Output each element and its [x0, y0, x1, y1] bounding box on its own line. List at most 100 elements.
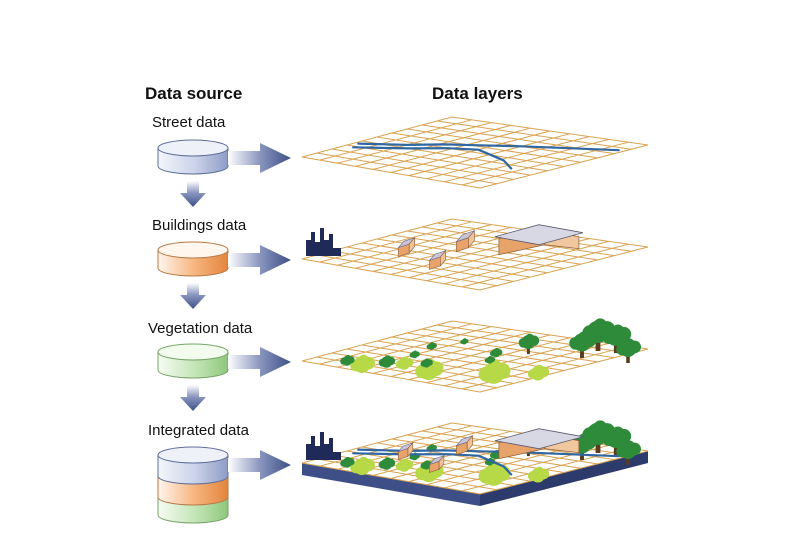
shrub [484, 460, 490, 465]
vegetation-database-icon [157, 343, 229, 379]
grass-patch [535, 364, 544, 374]
house-side [468, 229, 475, 249]
shrub [384, 355, 391, 363]
shrub [488, 355, 493, 361]
grass-patch [527, 470, 538, 482]
street-layer [301, 116, 649, 189]
grid-line [355, 226, 511, 269]
grid-line [444, 240, 609, 285]
shrub [409, 352, 415, 358]
grid-line [426, 340, 590, 384]
vegetation-layer [301, 318, 649, 393]
shrub [489, 452, 496, 459]
city-skyline-icon [306, 228, 341, 256]
buildings-data-label: Buildings data [152, 217, 247, 234]
grid-line [479, 144, 649, 189]
grid-line [319, 119, 472, 161]
tree-trunk [580, 447, 584, 460]
tree-crown [612, 324, 624, 337]
integrated-data-label: Integrated data [148, 422, 249, 439]
grid-line [426, 136, 590, 180]
street-line [357, 142, 620, 152]
right-arrow-icon [228, 450, 291, 480]
tree-crown [602, 432, 616, 447]
integrated-database-icon [157, 446, 229, 524]
tree-crown [578, 331, 590, 343]
grid-line [355, 124, 511, 167]
tree-trunk [595, 335, 601, 351]
down-arrow-icon [180, 181, 206, 207]
grid-line [462, 243, 629, 288]
shrub [345, 456, 351, 463]
buildings-layer [301, 218, 649, 291]
shrub [384, 457, 391, 465]
grass-patch [489, 360, 503, 374]
down-arrow-icon [180, 283, 206, 309]
tree-crown [578, 433, 590, 445]
base-front [302, 463, 480, 506]
grid-line [390, 130, 551, 173]
tree-crown [602, 330, 616, 345]
shrub [430, 444, 435, 449]
shrub [426, 344, 432, 350]
grid-line [479, 450, 649, 495]
grass-patch [535, 466, 544, 476]
shrub [424, 358, 430, 364]
right-arrow-icon [228, 347, 291, 377]
shrub [340, 357, 348, 365]
building-roof [494, 224, 584, 246]
house-side [438, 454, 445, 471]
tree-trunk [580, 345, 584, 358]
grid-line [479, 348, 649, 393]
grid-line [319, 221, 472, 263]
city-skyline-icon [306, 432, 341, 460]
grid-line [301, 116, 453, 158]
shrub [420, 360, 427, 367]
house-side [439, 249, 447, 267]
tree-crown [616, 343, 628, 356]
house-side [407, 441, 414, 458]
tree-crown [616, 445, 628, 458]
tree-crown [593, 420, 607, 434]
grass-patch [478, 366, 494, 382]
data-source-heading: Data source [145, 84, 243, 103]
tree-crown [624, 440, 635, 451]
grid-line [479, 246, 649, 291]
grass-patch [415, 364, 429, 379]
house-side [466, 434, 473, 452]
grass-patch [478, 468, 494, 484]
grass-patch [401, 458, 409, 466]
integrated-layer [301, 420, 649, 506]
shrub [340, 459, 348, 467]
shrub [378, 460, 387, 469]
shrub [420, 462, 427, 469]
building-roof [494, 428, 584, 450]
data-layers-heading: Data layers [432, 84, 523, 103]
shrub [484, 358, 490, 363]
house-side [408, 236, 415, 254]
grid-line [444, 138, 609, 183]
grass-patch [401, 356, 409, 364]
base-side [480, 451, 648, 506]
shrub [430, 342, 435, 347]
shrub [345, 354, 351, 361]
shrub [378, 358, 387, 367]
down-arrow-icon [180, 385, 206, 411]
grass-patch [415, 466, 429, 481]
shrub [460, 339, 465, 344]
shrub [409, 454, 415, 460]
tree-crown [624, 338, 635, 349]
right-arrow-icon [228, 245, 291, 275]
buildings-database-icon [157, 241, 229, 277]
grid-line [301, 320, 453, 362]
street-data-label: Street data [152, 114, 226, 131]
street-line [352, 146, 513, 170]
grass-patch [395, 360, 405, 369]
right-arrow-icon [228, 143, 291, 173]
street-database-icon [157, 139, 229, 175]
grid-line [337, 122, 492, 164]
grass-patch [358, 456, 369, 467]
shrub [489, 350, 496, 357]
grass-patch [527, 368, 538, 380]
